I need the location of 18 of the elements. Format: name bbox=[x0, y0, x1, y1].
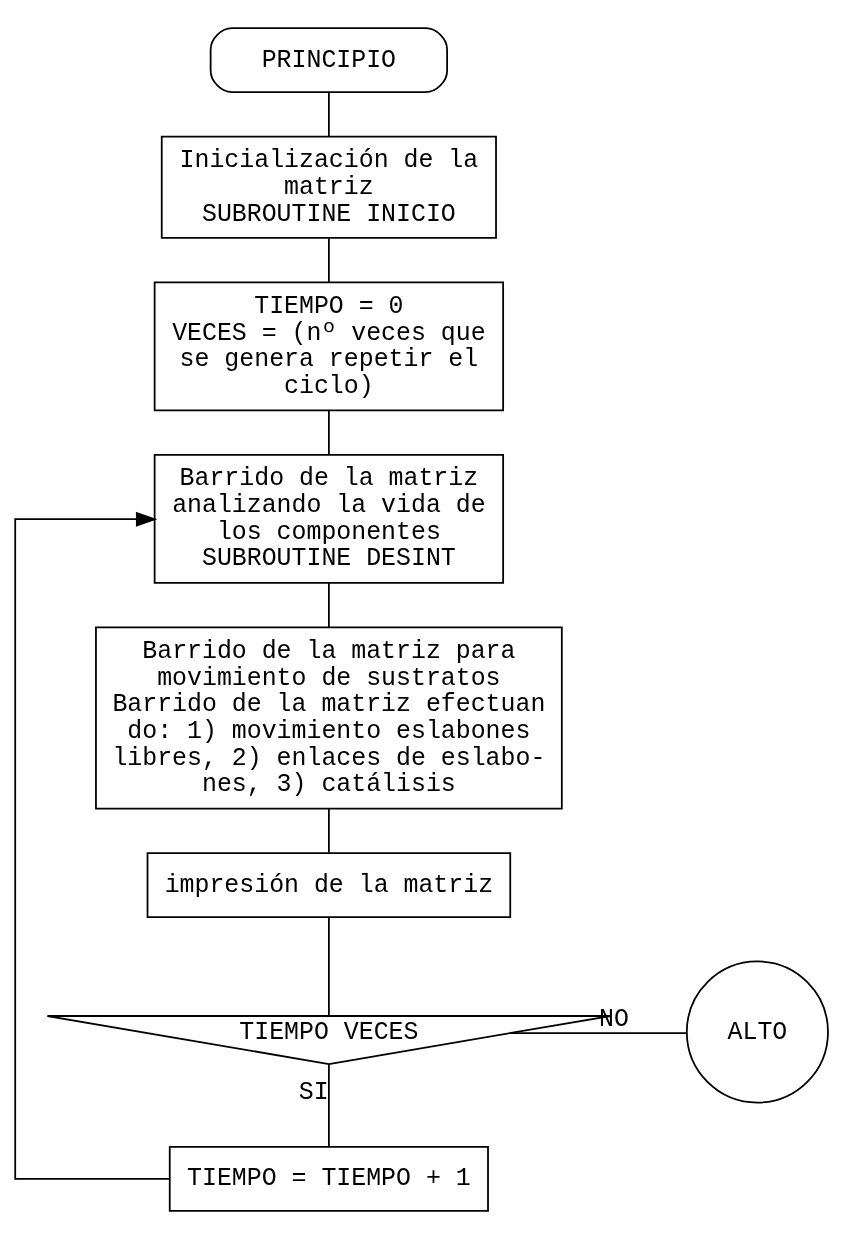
node-box: Barrido de la matriz analizando la vida de los componentes SUBROUTINE DESINT bbox=[153, 453, 504, 584]
node-circle: ALTO bbox=[685, 960, 829, 1104]
node-box: PRINCIPIO bbox=[209, 27, 448, 93]
connector bbox=[509, 1032, 688, 1034]
connector bbox=[328, 91, 330, 138]
connector bbox=[328, 808, 330, 854]
arrow bbox=[14, 511, 171, 1180]
node-box: TIEMPO = TIEMPO + 1 bbox=[168, 1146, 489, 1212]
node-box: TIEMPO = 0 VECES = (nº veces que se genera repetir el ciclo) bbox=[153, 281, 504, 412]
edge-label: SI bbox=[298, 1077, 329, 1106]
connector bbox=[328, 237, 330, 283]
connector bbox=[328, 582, 330, 629]
connector bbox=[328, 916, 330, 1017]
node-box: Barrido de la matriz para movimiento de sustratos Barrido de la matriz efectuan do: 1) movimiento eslabones libres, 2) enlaces de eslabo- nes, 3) catálisis bbox=[95, 626, 563, 810]
node-box: Inicialización de la matriz SUBROUTINE INICIO bbox=[160, 135, 497, 239]
node-box: impresión de la matriz bbox=[146, 852, 512, 919]
connector bbox=[328, 409, 330, 456]
connector bbox=[328, 1063, 330, 1148]
